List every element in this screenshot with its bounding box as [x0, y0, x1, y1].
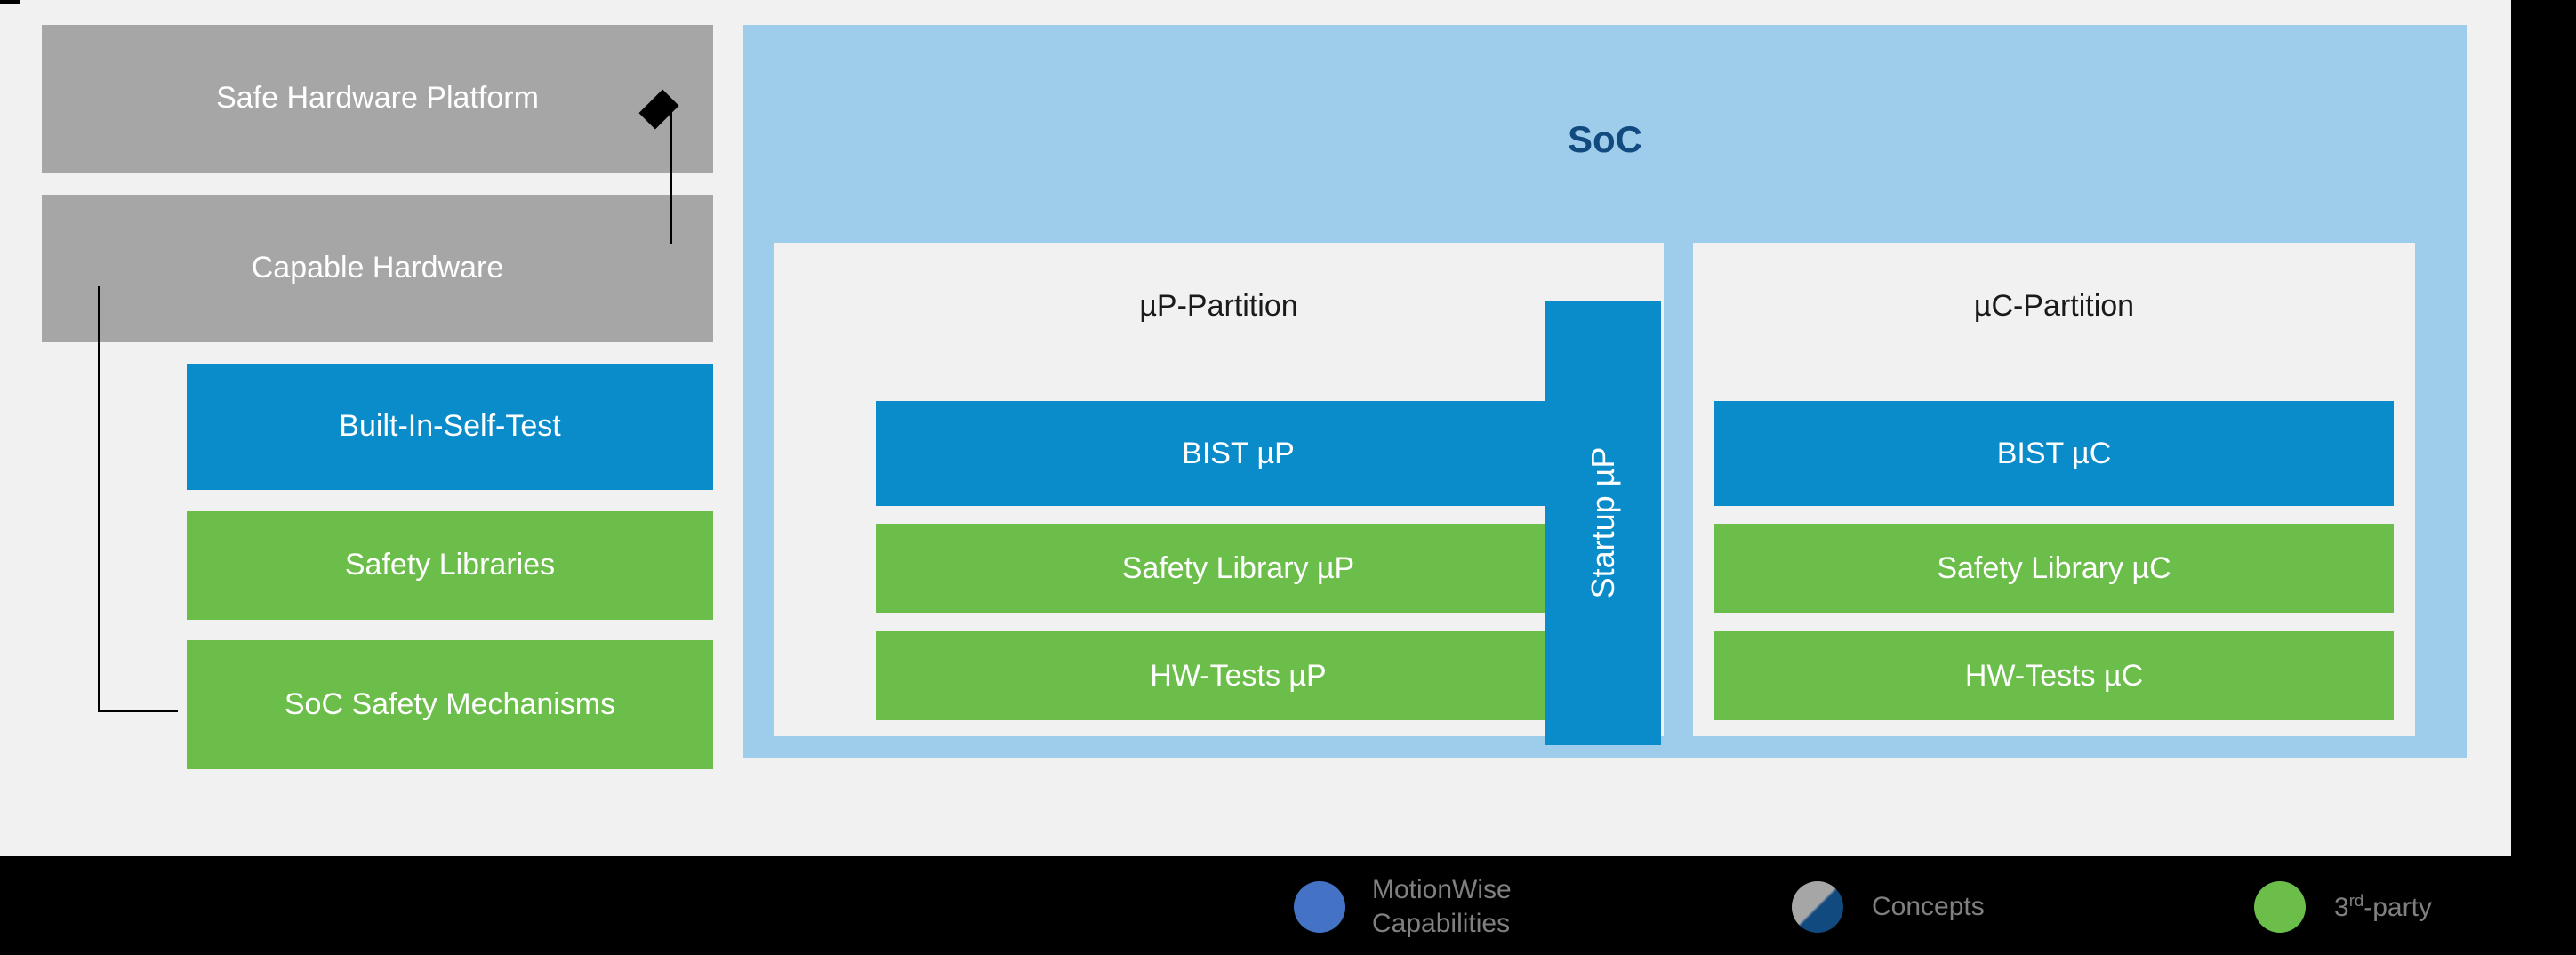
slide-surface: Safe Hardware Platform Capable Hardware … — [0, 0, 2511, 856]
safety-library-uc-label: Safety Library µC — [1937, 550, 2171, 585]
safety-library-up-box[interactable]: Safety Library µP — [876, 524, 1601, 613]
connector-line-vertical-left — [98, 286, 100, 711]
top-edge-rule — [0, 0, 20, 4]
safety-libraries-box[interactable]: Safety Libraries — [187, 511, 713, 620]
bist-uc-box[interactable]: BIST µC — [1714, 401, 2394, 506]
legend-third-party-number: 3 — [2334, 892, 2349, 922]
bist-uc-label: BIST µC — [1996, 436, 2112, 470]
safe-hardware-platform-label: Safe Hardware Platform — [216, 81, 539, 116]
uc-partition-label: µC-Partition — [1973, 289, 2135, 323]
soc-safety-mechanisms-label: SoC Safety Mechanisms — [284, 686, 616, 721]
hw-tests-up-label: HW-Tests µP — [1150, 658, 1327, 693]
startup-up-label: Startup µP — [1585, 446, 1621, 599]
safety-library-up-label: Safety Library µP — [1121, 550, 1355, 585]
legend-label-motionwise-line2: Capabilities — [1372, 908, 1511, 938]
capable-hardware-label: Capable Hardware — [251, 251, 504, 285]
half-split-circle-icon — [1792, 880, 1843, 933]
up-partition-label: µP-Partition — [1139, 289, 1298, 323]
built-in-self-test-label: Built-In-Self-Test — [339, 409, 561, 444]
safe-hardware-platform-box[interactable]: Safe Hardware Platform — [42, 25, 713, 173]
startup-up-box[interactable]: Startup µP — [1545, 301, 1661, 745]
bist-up-box[interactable]: BIST µP — [876, 401, 1601, 506]
legend-item-concepts[interactable]: Concepts — [1792, 880, 2254, 933]
safety-library-uc-box[interactable]: Safety Library µC — [1714, 524, 2394, 613]
safety-libraries-label: Safety Libraries — [344, 548, 556, 582]
legend-third-party-ordinal: rd — [2348, 890, 2364, 910]
soc-title: SoC — [1568, 118, 1642, 160]
hw-tests-up-box[interactable]: HW-Tests µP — [876, 631, 1601, 720]
legend-label-motionwise: MotionWise Capabilities — [1372, 873, 1512, 940]
bist-up-label: BIST µP — [1182, 436, 1295, 470]
uc-partition-panel[interactable]: µC-Partition BIST µC Safety Library µC H… — [1693, 243, 2415, 736]
soc-safety-mechanisms-box[interactable]: SoC Safety Mechanisms — [187, 640, 713, 769]
legend-third-party-suffix: -party — [2363, 892, 2432, 922]
filled-circle-icon — [2254, 880, 2306, 933]
legend-item-motionwise[interactable]: MotionWise Capabilities — [1294, 873, 1792, 940]
built-in-self-test-box[interactable]: Built-In-Self-Test — [187, 364, 713, 490]
filled-circle-icon — [1294, 880, 1345, 933]
legend-label-motionwise-line1: MotionWise — [1372, 875, 1512, 904]
legend-item-third-party[interactable]: 3rd-party — [2254, 880, 2432, 933]
capable-hardware-box[interactable]: Capable Hardware — [42, 195, 713, 342]
legend-label-concepts: Concepts — [1872, 891, 1985, 921]
hw-tests-uc-label: HW-Tests µC — [1964, 658, 2144, 693]
connector-line-vertical-top — [670, 108, 672, 244]
connector-line-horizontal-left — [98, 710, 178, 712]
legend: MotionWise Capabilities Concepts 3rd-par… — [1294, 858, 2576, 955]
hw-tests-uc-box[interactable]: HW-Tests µC — [1714, 631, 2394, 720]
up-partition-panel[interactable]: µP-Partition BIST µP Safety Library µP H… — [774, 243, 1664, 736]
soc-container[interactable]: SoC µP-Partition BIST µP Safety Library … — [743, 25, 2467, 758]
legend-label-third-party: 3rd-party — [2334, 891, 2432, 923]
